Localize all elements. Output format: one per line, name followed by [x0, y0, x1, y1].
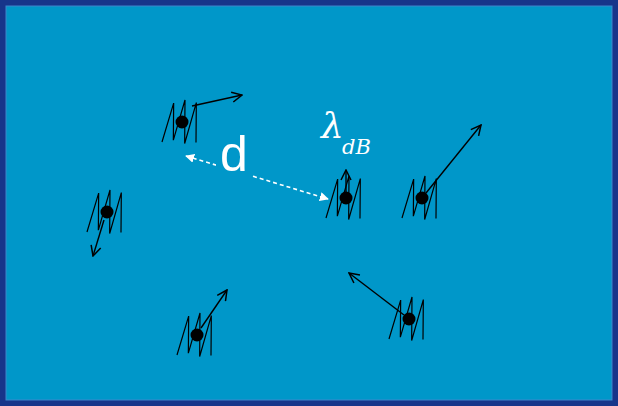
wavelength-subscript: dB: [342, 137, 371, 158]
particle: [326, 170, 360, 220]
slide-ground: [6, 6, 612, 400]
velocity-arrow: [93, 220, 104, 256]
wave-scribble: [87, 190, 121, 233]
particle-dot: [101, 206, 114, 219]
velocity-arrow: [192, 95, 242, 106]
velocity-arrow: [345, 170, 346, 192]
velocity-arrow: [426, 125, 481, 193]
particle-dot: [416, 192, 429, 205]
wave-scribble: [162, 100, 196, 143]
distance-arrow: [186, 156, 328, 199]
particle-dot: [191, 329, 204, 342]
wave-scribble: [326, 176, 360, 219]
wave-scribble: [402, 176, 436, 219]
particle: [349, 273, 423, 341]
wavelength-symbol: λ: [321, 108, 344, 144]
velocity-arrow: [201, 290, 227, 328]
particle: [87, 190, 121, 256]
particle: [402, 125, 481, 220]
velocity-arrow: [349, 273, 404, 315]
particle-dot: [340, 192, 353, 205]
distance-label: d: [216, 129, 252, 179]
particle: [177, 290, 227, 357]
wave-scribble: [389, 297, 423, 340]
particle-dot: [403, 313, 416, 326]
particle-dot: [176, 116, 189, 129]
